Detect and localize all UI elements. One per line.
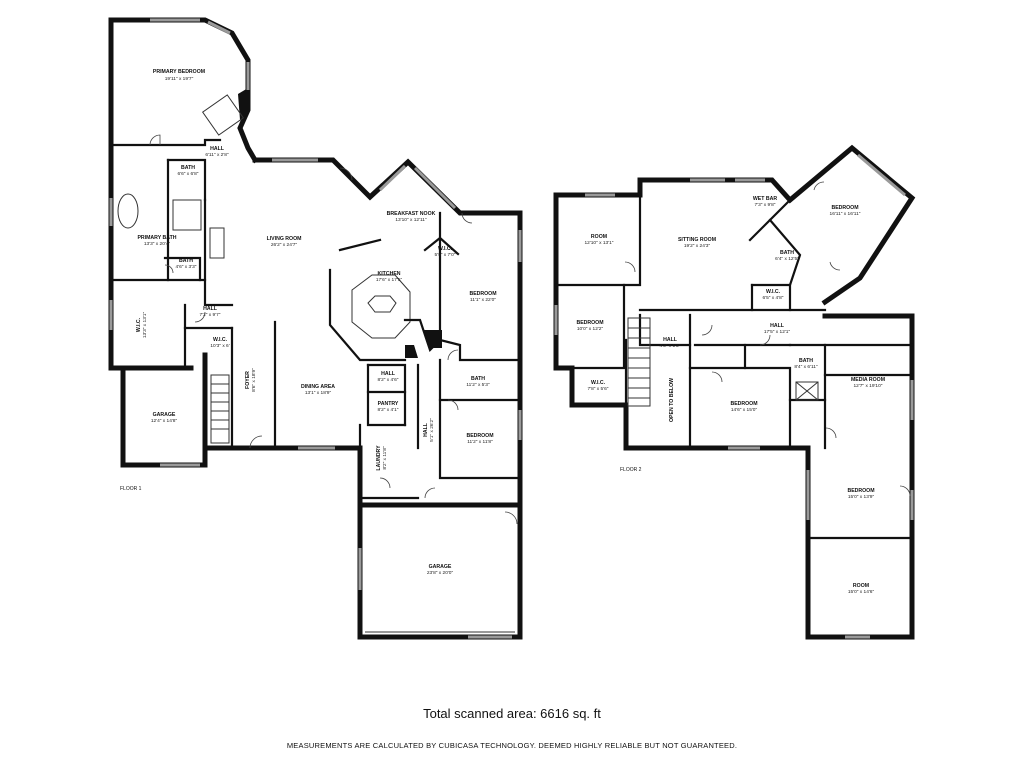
room-name: SITTING ROOM <box>678 237 716 243</box>
floor-2-label: FLOOR 2 <box>620 467 642 473</box>
room-name: BATH <box>780 250 794 256</box>
floor-2-labels: FLOOR 2 ROOM 12'10" x 13'1" SITTING ROOM… <box>576 196 885 595</box>
room-name: HALL <box>423 422 429 437</box>
room-dims: 17'6" x 17'5" <box>376 277 403 283</box>
room-name: GARAGE <box>153 412 176 418</box>
total-area-label: Total scanned area: 6616 sq. ft <box>423 706 601 721</box>
room-dims: 6'5" x 4'8" <box>763 295 784 301</box>
room-dims: 7'8" x 5'6" <box>588 386 609 392</box>
room-dims: 11'2" x 5'3" <box>466 382 490 388</box>
room-dims: 6'11" x 2'8" <box>205 152 229 158</box>
room-dims: 11'1" x 22'0" <box>470 297 496 303</box>
room-dims: 26'2" x 24'7" <box>271 242 298 248</box>
room-dims: 13'3" x 13'1" <box>142 312 148 339</box>
room-dims: 4'3" x 1'2" <box>660 343 681 349</box>
room-name: BEDROOM <box>469 291 496 297</box>
room-dims: 6'6" x 6'8" <box>178 171 199 177</box>
room-name: GARAGE <box>429 564 452 570</box>
room-name: LAUNDRY <box>376 445 382 471</box>
room-name: FOYER <box>245 371 251 389</box>
room-name: KITCHEN <box>377 271 400 277</box>
room-dims: 5'9" x 7'0" <box>435 252 456 258</box>
room-dims: 4'6" x 3'3" <box>176 264 197 270</box>
room-name: W.I.C. <box>213 337 228 343</box>
room-name: BATH <box>471 376 485 382</box>
room-name: LIVING ROOM <box>267 236 302 242</box>
room-name: W.I.C. <box>438 246 453 252</box>
room-name: ROOM <box>591 234 607 240</box>
room-dims: 8'4" x 6'11" <box>794 364 818 370</box>
room-name: PRIMARY BEDROOM <box>153 69 205 75</box>
room-name: WET BAR <box>753 196 777 202</box>
room-name: W.I.C. <box>136 317 142 332</box>
room-dims: 7'3" x 9'8" <box>755 202 776 208</box>
room-dims: 12'10" x 13'1" <box>585 240 614 246</box>
room-dims: 13'1" x 18'9" <box>305 390 332 396</box>
room-dims: 11'2" x 11'8" <box>467 439 493 445</box>
room-name: BATH <box>799 358 813 364</box>
room-name: MEDIA ROOM <box>851 377 885 383</box>
room-dims: 12'4" x 14'8" <box>151 418 178 424</box>
room-dims: 19'11" x 19'7" <box>165 76 194 82</box>
room-name: DINING AREA <box>301 384 335 390</box>
room-name: ROOM <box>853 583 869 589</box>
room-name: BEDROOM <box>730 401 757 407</box>
floor-2-plan <box>553 144 916 640</box>
room-dims: 16'11" x 16'11" <box>830 211 861 217</box>
room-name: BEDROOM <box>576 320 603 326</box>
room-name: BATH <box>181 165 195 171</box>
room-name: PRIMARY BATH <box>137 235 176 241</box>
room-name: PANTRY <box>378 401 399 407</box>
room-name: BATH <box>179 258 193 264</box>
room-dims: 13'3" x 20'4" <box>144 241 171 247</box>
room-name: W.I.C. <box>766 289 781 295</box>
room-name: BEDROOM <box>466 433 493 439</box>
room-dims: 23'8" x 20'0" <box>427 570 454 576</box>
room-name: BEDROOM <box>831 205 858 211</box>
floor-1-label: FLOOR 1 <box>120 486 142 492</box>
room-name: W.I.C. <box>591 380 606 386</box>
room-dims: 8'6" x 18'9" <box>251 368 257 392</box>
room-dims: 5'1" x 26'2" <box>429 418 435 442</box>
room-dims: 14'6" x 15'0" <box>731 407 758 413</box>
room-dims: 13'10" x 12'11" <box>395 217 427 223</box>
room-dims: 6'4" x 12'5" <box>775 256 799 262</box>
room-dims: 12'7" x 19'10" <box>854 383 883 389</box>
room-dims: 10'0" x 12'2" <box>577 326 604 332</box>
room-dims: 17'5" x 12'1" <box>764 329 791 335</box>
room-name: BEDROOM <box>847 488 874 494</box>
floor-1-labels: FLOOR 1 PRIMARY BEDROOM 19'11" x 19'7" H… <box>120 69 497 576</box>
room-dims: 15'0" x 14'6" <box>848 589 875 595</box>
room-dims: 8'2" x 11'8" <box>382 446 388 470</box>
room-dims: 15'0" x 13'9" <box>848 494 875 500</box>
room-name: HALL <box>663 337 678 343</box>
room-dims: 7'2" x 9'7" <box>200 312 221 318</box>
room-name: HALL <box>210 146 225 152</box>
room-dims: 19'2" x 24'3" <box>684 243 711 249</box>
floor-1-plan <box>108 17 523 640</box>
room-dims: 8'2" x 4'1" <box>378 407 399 413</box>
room-dims: 10'3" x 6' <box>210 343 229 349</box>
room-name: OPEN TO BELOW <box>669 378 675 422</box>
measurement-disclaimer: MEASUREMENTS ARE CALCULATED BY CUBICASA … <box>286 741 738 750</box>
room-name: HALL <box>203 306 218 312</box>
room-dims: 8'2" x 4'6" <box>378 377 399 383</box>
room-name: BREAKFAST NOOK <box>387 211 436 217</box>
room-name: HALL <box>770 323 785 329</box>
room-name: HALL <box>381 371 396 377</box>
